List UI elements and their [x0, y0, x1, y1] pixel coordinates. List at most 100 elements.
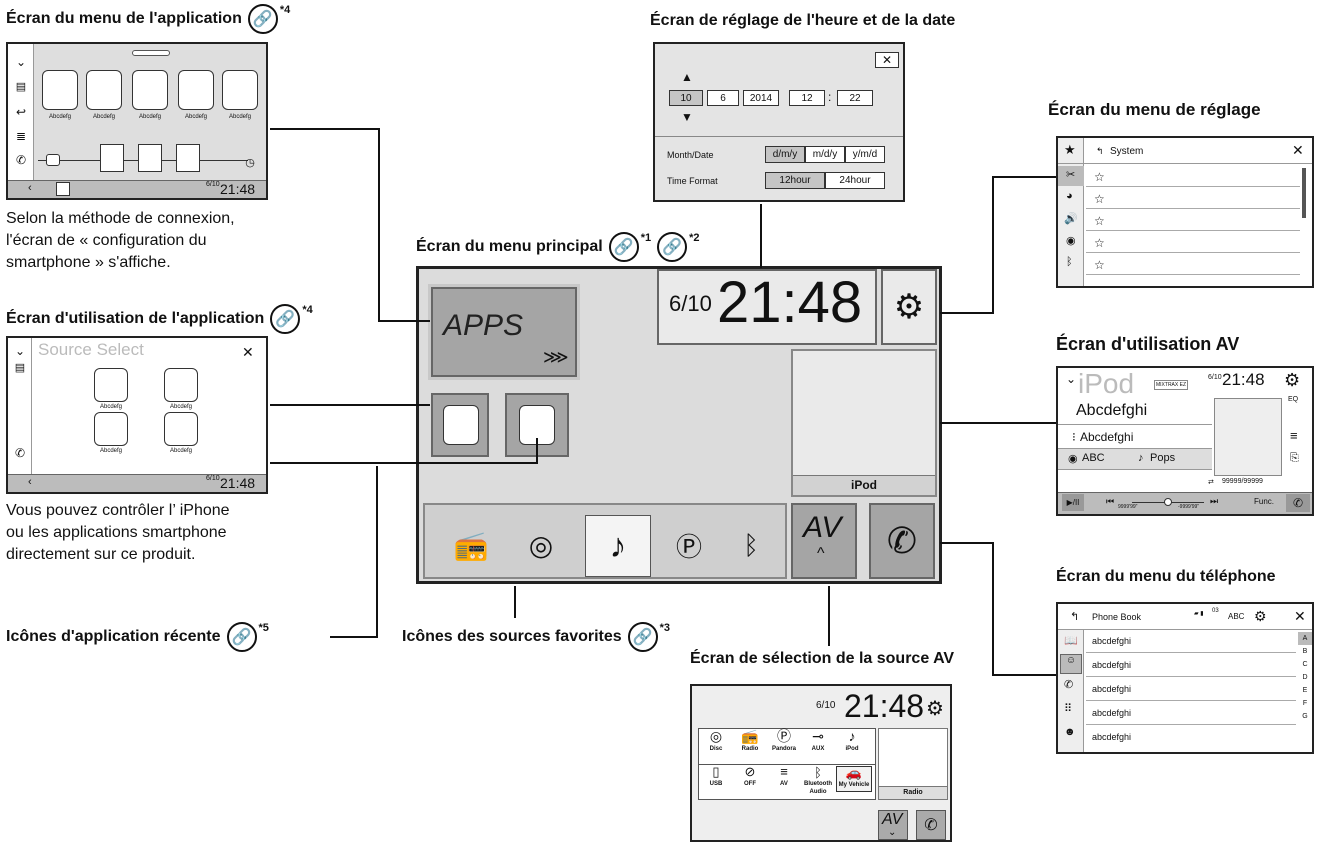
phone-icon[interactable]: ✆ [1286, 494, 1310, 512]
source-icon[interactable]: ◉ [1066, 235, 1076, 247]
app-tile[interactable] [164, 368, 198, 402]
next-icon[interactable]: ⏭ [1210, 496, 1219, 506]
speaker-icon[interactable]: 🔊 [1064, 213, 1078, 225]
voice-icon[interactable]: ☻ [1064, 726, 1076, 738]
phone-button[interactable]: ✆ [869, 503, 935, 579]
favorite-star-icon[interactable]: ☆ [1094, 258, 1105, 272]
recent-app-tile[interactable] [46, 154, 60, 166]
app-tile[interactable] [94, 368, 128, 402]
source-off[interactable]: ⊘OFF [744, 764, 756, 787]
gear-icon[interactable]: ⚙ [1254, 608, 1267, 624]
contact-row[interactable]: abcdefghi [1092, 708, 1132, 718]
date-format-dmy[interactable]: d/m/y [765, 146, 805, 163]
av-button[interactable]: AV ⌄ [878, 810, 908, 840]
source-radio[interactable]: 📻Radio [741, 728, 759, 752]
bluetooth-icon[interactable]: ᛒ [743, 529, 759, 560]
call-history-icon[interactable]: ✆ [1064, 679, 1074, 691]
app-tile[interactable] [94, 412, 128, 446]
radio-icon[interactable]: 📻 [453, 529, 489, 561]
repeat-shuffle-icon[interactable]: ⇄ [1208, 479, 1214, 486]
down-arrow-icon[interactable]: ▼ [681, 110, 693, 124]
phonebook-icon[interactable]: 📖 [1064, 635, 1078, 647]
seek-handle[interactable] [1164, 498, 1172, 506]
keypad-icon[interactable]: ⠿ [1064, 703, 1073, 715]
recent-app-tile[interactable] [100, 144, 124, 172]
source-av[interactable]: ≡AV [780, 764, 788, 787]
contact-row[interactable]: abcdefghi [1092, 684, 1132, 694]
app-tile[interactable] [164, 412, 198, 446]
music-note-icon[interactable]: ♪ [585, 515, 651, 577]
back-icon[interactable]: ↩ [15, 105, 27, 119]
up-arrow-icon[interactable]: ▲ [681, 70, 693, 84]
back-icon[interactable]: ↰ [1070, 611, 1080, 623]
apps-button[interactable]: APPS ⋙ [428, 284, 580, 380]
scrollbar[interactable] [1302, 168, 1306, 218]
gear-icon[interactable]: ⚙ [881, 269, 937, 345]
close-icon[interactable]: ✕ [1292, 142, 1304, 158]
favorite-star-icon[interactable]: ☆ [1094, 214, 1105, 228]
album-art[interactable] [1214, 398, 1282, 476]
av-button[interactable]: AV ^ [791, 503, 857, 579]
previous-icon[interactable]: ⏮ [1106, 496, 1115, 506]
mixtrax-badge[interactable]: MIXTRAX EZ [1154, 380, 1189, 390]
chevron-left-icon[interactable]: ‹ [28, 182, 32, 194]
eq-button[interactable]: EQ [1288, 396, 1299, 403]
close-icon[interactable]: ✕ [1294, 608, 1306, 624]
time-format-24h[interactable]: 24hour [825, 172, 885, 189]
pandora-icon[interactable]: Ⓟ [675, 531, 702, 562]
source-disc[interactable]: ◎Disc [709, 728, 723, 752]
contact-row[interactable]: abcdefghi [1092, 732, 1132, 742]
list-icon[interactable]: ≡ [1290, 428, 1298, 443]
disc-icon[interactable]: ◎ [528, 529, 554, 561]
contact-row[interactable]: abcdefghi [1092, 660, 1132, 670]
window-stack-icon[interactable]: ▤ [15, 80, 27, 93]
back-icon[interactable]: ↰ [1096, 146, 1104, 156]
favorite-star-icon[interactable]: ☆ [1094, 170, 1105, 184]
source-my-vehicle[interactable]: 🚗My Vehicle [836, 766, 872, 792]
hour-field[interactable]: 12 [789, 90, 825, 106]
day-field[interactable]: 6 [707, 90, 739, 106]
tools-icon[interactable] [1058, 166, 1084, 186]
close-button[interactable]: ✕ [875, 52, 899, 68]
app-tile[interactable] [42, 70, 78, 110]
chevron-down-icon[interactable]: ⌄ [14, 344, 26, 358]
app-tile[interactable] [178, 70, 214, 110]
phone-icon[interactable]: ✆ [15, 153, 27, 167]
contacts-icon[interactable]: ☺ [1060, 654, 1082, 674]
chevron-left-icon[interactable]: ‹ [28, 476, 32, 488]
chevron-down-icon[interactable]: ⌄ [1065, 372, 1077, 386]
favorite-star-icon[interactable]: ☆ [1094, 192, 1105, 206]
date-format-ymd[interactable]: y/m/d [845, 146, 885, 163]
gear-icon[interactable]: ⚙ [1284, 370, 1301, 390]
function-button[interactable]: Func. [1254, 497, 1275, 506]
contact-row[interactable]: abcdefghi [1092, 636, 1132, 646]
app-tile[interactable] [222, 70, 258, 110]
source-panel[interactable]: iPod [791, 349, 937, 497]
chevron-down-icon[interactable]: ⌄ [15, 55, 27, 69]
recent-app-tile[interactable] [138, 144, 162, 172]
tools-icon[interactable]: ✂ [1066, 169, 1076, 181]
recent-app-tile[interactable] [176, 144, 200, 172]
clock-icon[interactable]: ◷ [245, 156, 255, 169]
phone-icon[interactable]: ✆ [14, 446, 26, 460]
year-field[interactable]: 2014 [743, 90, 779, 106]
bookmark-icon[interactable]: ⎘ [1290, 452, 1299, 464]
app-tile[interactable] [86, 70, 122, 110]
source-usb[interactable]: ▯USB [709, 764, 723, 787]
clock-panel[interactable]: 6/10 21:48 [657, 269, 877, 345]
window-stack-icon[interactable]: ▤ [14, 361, 26, 374]
recent-app-slot[interactable] [431, 393, 489, 457]
star-icon[interactable]: ★ [1064, 142, 1076, 157]
list-icon[interactable]: ≣ [15, 129, 27, 143]
app-tile[interactable] [132, 70, 168, 110]
source-ipod[interactable]: ♪iPod [845, 728, 859, 752]
abc-sort[interactable]: ABC [1228, 612, 1245, 621]
close-icon[interactable]: ✕ [242, 344, 254, 360]
gear-icon[interactable]: ⚙ [926, 698, 944, 720]
date-format-mdy[interactable]: m/d/y [805, 146, 845, 163]
source-aux[interactable]: ⊸AUX [811, 728, 825, 752]
favorite-star-icon[interactable]: ☆ [1094, 236, 1105, 250]
